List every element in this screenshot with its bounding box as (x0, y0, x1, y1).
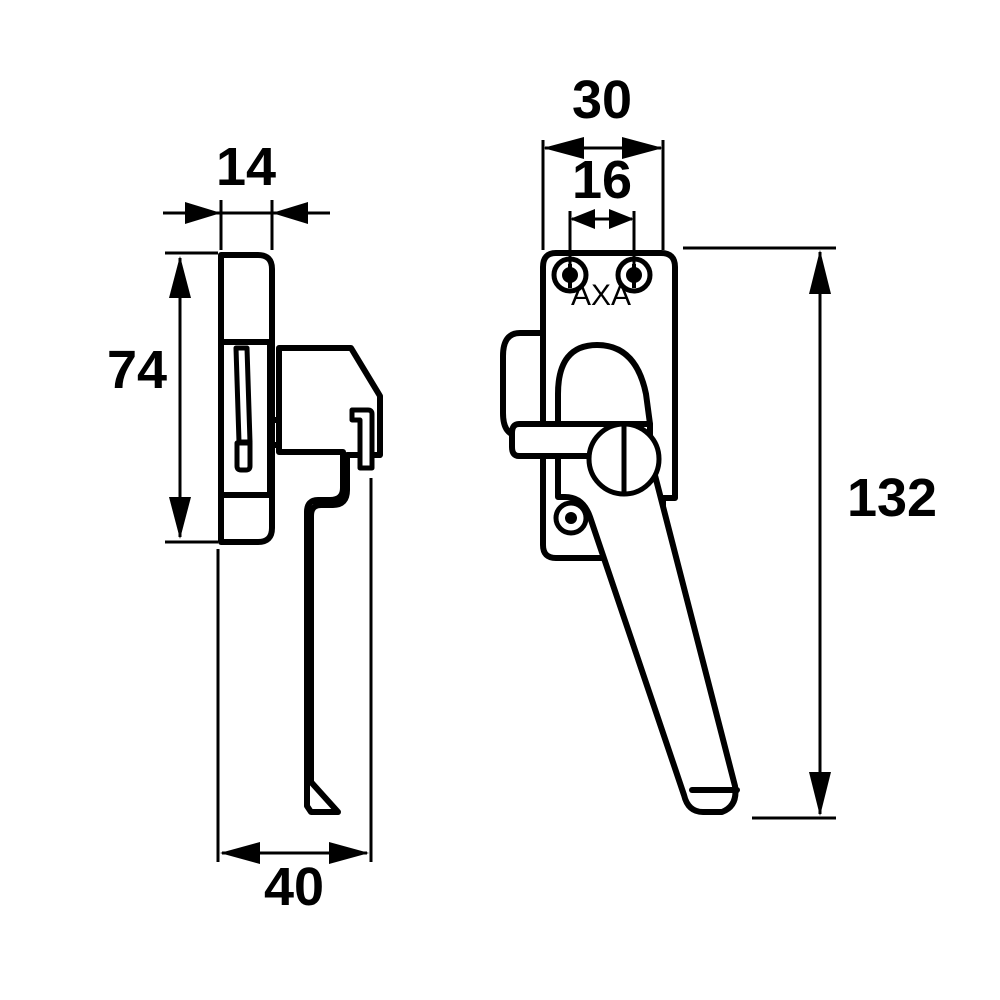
side-view-latch-foot (234, 440, 253, 473)
dimension-132-arrow-top (809, 250, 831, 294)
dimension-16-arrow-right (609, 209, 634, 229)
dimension-30-label: 30 (572, 70, 632, 130)
front-view-group: AXA (500, 250, 740, 815)
dimension-14: 14 (163, 137, 330, 250)
dimension-132: 132 (683, 246, 937, 820)
dimension-40-label: 40 (264, 857, 324, 917)
dimension-40-arrow-left (220, 842, 260, 864)
front-view-side-nub (500, 330, 546, 439)
dimension-30-arrow-left (543, 137, 584, 159)
dimension-30: 30 (541, 70, 665, 250)
dimension-30-arrow-right (622, 137, 663, 159)
side-view-latch-blade (233, 345, 253, 445)
dimension-16-label: 16 (572, 150, 632, 210)
dimension-132-label: 132 (847, 468, 937, 528)
dimension-16: 16 (568, 150, 636, 272)
side-view-handle-profile (276, 345, 383, 815)
dimension-40: 40 (216, 478, 373, 917)
dimension-14-label: 14 (216, 137, 276, 197)
front-view-handle-hub (555, 342, 653, 427)
dimension-16-arrow-left (570, 209, 595, 229)
dimension-74-arrow-top (169, 256, 191, 298)
brand-label: AXA (571, 279, 631, 312)
dimension-14-arrow-right (272, 202, 308, 224)
dimension-132-arrow-bottom (809, 772, 831, 816)
dimension-74-arrow-bottom (169, 497, 191, 539)
dimension-40-arrow-right (329, 842, 369, 864)
side-view-right-tab (349, 407, 375, 471)
front-view-lever-arm (555, 453, 739, 815)
dimension-74: 74 (107, 251, 218, 544)
side-view-group (218, 252, 383, 815)
front-view-slotted-screw (586, 421, 662, 497)
dimension-74-label: 74 (107, 340, 167, 400)
dimension-14-arrow-left (185, 202, 221, 224)
front-view-lower-mounting-hole (553, 500, 589, 536)
